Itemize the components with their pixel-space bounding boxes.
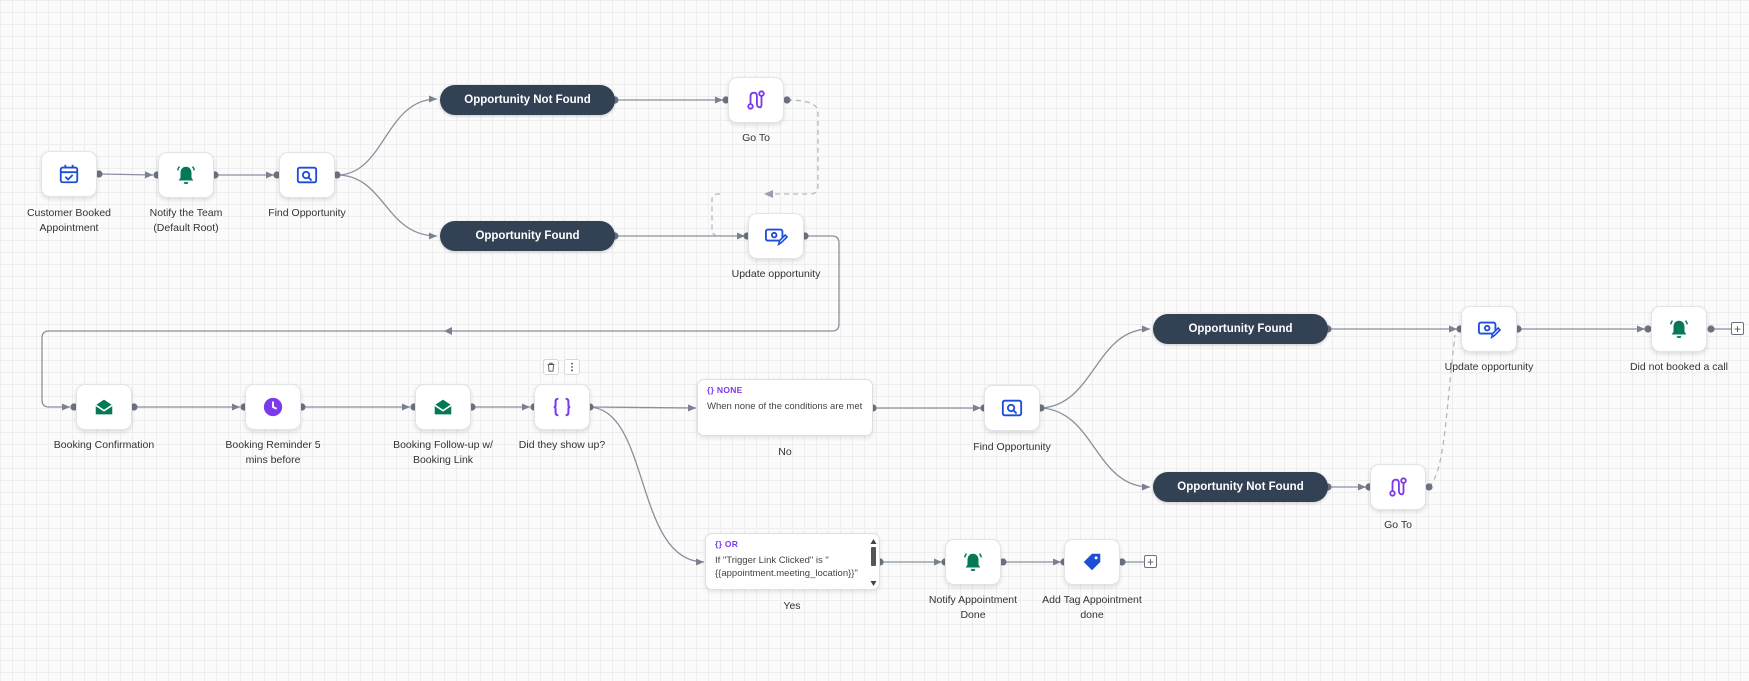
customer-booked-node[interactable] xyxy=(41,151,97,197)
booking-followup-node[interactable] xyxy=(415,384,471,430)
booking-reminder-node[interactable] xyxy=(245,384,301,430)
condition-or-tag: {} OR xyxy=(715,539,739,549)
add-tag-label: Add Tag Appointment done xyxy=(1042,594,1142,621)
add-step-button-2[interactable]: + xyxy=(1144,555,1157,568)
booking-followup-label: Booking Follow-up w/ Booking Link xyxy=(393,439,493,466)
update-opportunity-label-2: Update opportunity xyxy=(1444,361,1534,373)
condition-or-card[interactable]: {} OR If "Trigger Link Clicked" is "{{ap… xyxy=(705,533,880,590)
condition-scrollbar[interactable] xyxy=(870,538,877,587)
curly-braces-icon xyxy=(553,397,571,417)
opportunity-not-found-branch-2[interactable]: Opportunity Not Found xyxy=(1153,472,1328,502)
trash-icon xyxy=(547,362,555,372)
customer-booked-label: Customer Booked Appointment xyxy=(26,207,112,234)
email-open-icon xyxy=(434,399,452,415)
more-options-button[interactable] xyxy=(564,359,580,375)
bell-icon xyxy=(1670,320,1688,339)
opportunity-not-found-branch-1[interactable]: Opportunity Not Found xyxy=(440,85,615,115)
branch-yes-label: Yes xyxy=(783,600,801,612)
goto-label-2: Go To xyxy=(1384,519,1412,531)
notify-appointment-done-node[interactable] xyxy=(945,539,1001,585)
add-tag-node[interactable] xyxy=(1064,539,1120,585)
goto-route-icon xyxy=(1389,477,1407,497)
branch-no-label: No xyxy=(778,446,792,458)
find-opportunity-label-1: Find Opportunity xyxy=(268,207,346,219)
money-edit-icon xyxy=(765,228,788,247)
clock-icon xyxy=(263,397,283,417)
search-window-icon xyxy=(296,166,318,184)
did-not-book-node[interactable] xyxy=(1651,306,1707,352)
find-opportunity-label-2: Find Opportunity xyxy=(973,441,1051,453)
did-they-show-label: Did they show up? xyxy=(518,439,606,451)
add-step-button-1[interactable]: + xyxy=(1731,322,1744,335)
kebab-menu-icon xyxy=(571,362,573,372)
find-opportunity-node-1[interactable] xyxy=(279,152,335,198)
goto-node-1[interactable] xyxy=(728,77,784,123)
condition-none-text: When none of the conditions are met xyxy=(707,401,863,412)
update-opportunity-node-1[interactable] xyxy=(748,213,804,259)
money-edit-icon xyxy=(1477,321,1501,340)
notify-team-label: Notify the Team (Default Root) xyxy=(149,207,223,234)
notify-appointment-done-label: Notify Appointment Done xyxy=(928,594,1018,621)
booking-confirmation-label: Booking Confirmation xyxy=(53,439,155,451)
booking-confirmation-node[interactable] xyxy=(76,384,132,430)
update-opportunity-node-2[interactable] xyxy=(1461,306,1517,352)
opportunity-found-branch-2[interactable]: Opportunity Found xyxy=(1153,314,1328,344)
goto-route-icon xyxy=(747,90,765,110)
did-not-book-label: Did not booked a call xyxy=(1629,361,1729,373)
find-opportunity-node-2[interactable] xyxy=(984,385,1040,431)
goto-label-1: Go To xyxy=(742,132,770,144)
delete-node-button[interactable] xyxy=(543,359,559,375)
email-open-icon xyxy=(95,399,113,415)
condition-none-card[interactable]: {} NONE When none of the conditions are … xyxy=(697,379,873,436)
tag-icon xyxy=(1083,553,1101,571)
notify-team-node[interactable] xyxy=(158,152,214,198)
bell-icon xyxy=(177,166,195,185)
calendar-check-icon xyxy=(59,164,79,184)
condition-none-tag: {} NONE xyxy=(707,385,743,395)
goto-node-2[interactable] xyxy=(1370,464,1426,510)
bell-icon xyxy=(964,553,982,572)
opportunity-found-branch-1[interactable]: Opportunity Found xyxy=(440,221,615,251)
condition-or-text: If "Trigger Link Clicked" is "{{appointm… xyxy=(715,555,858,579)
update-opportunity-label-1: Update opportunity xyxy=(731,268,821,280)
did-they-show-node[interactable] xyxy=(534,384,590,430)
booking-reminder-label: Booking Reminder 5 mins before xyxy=(225,439,321,466)
search-window-icon xyxy=(1001,399,1023,417)
